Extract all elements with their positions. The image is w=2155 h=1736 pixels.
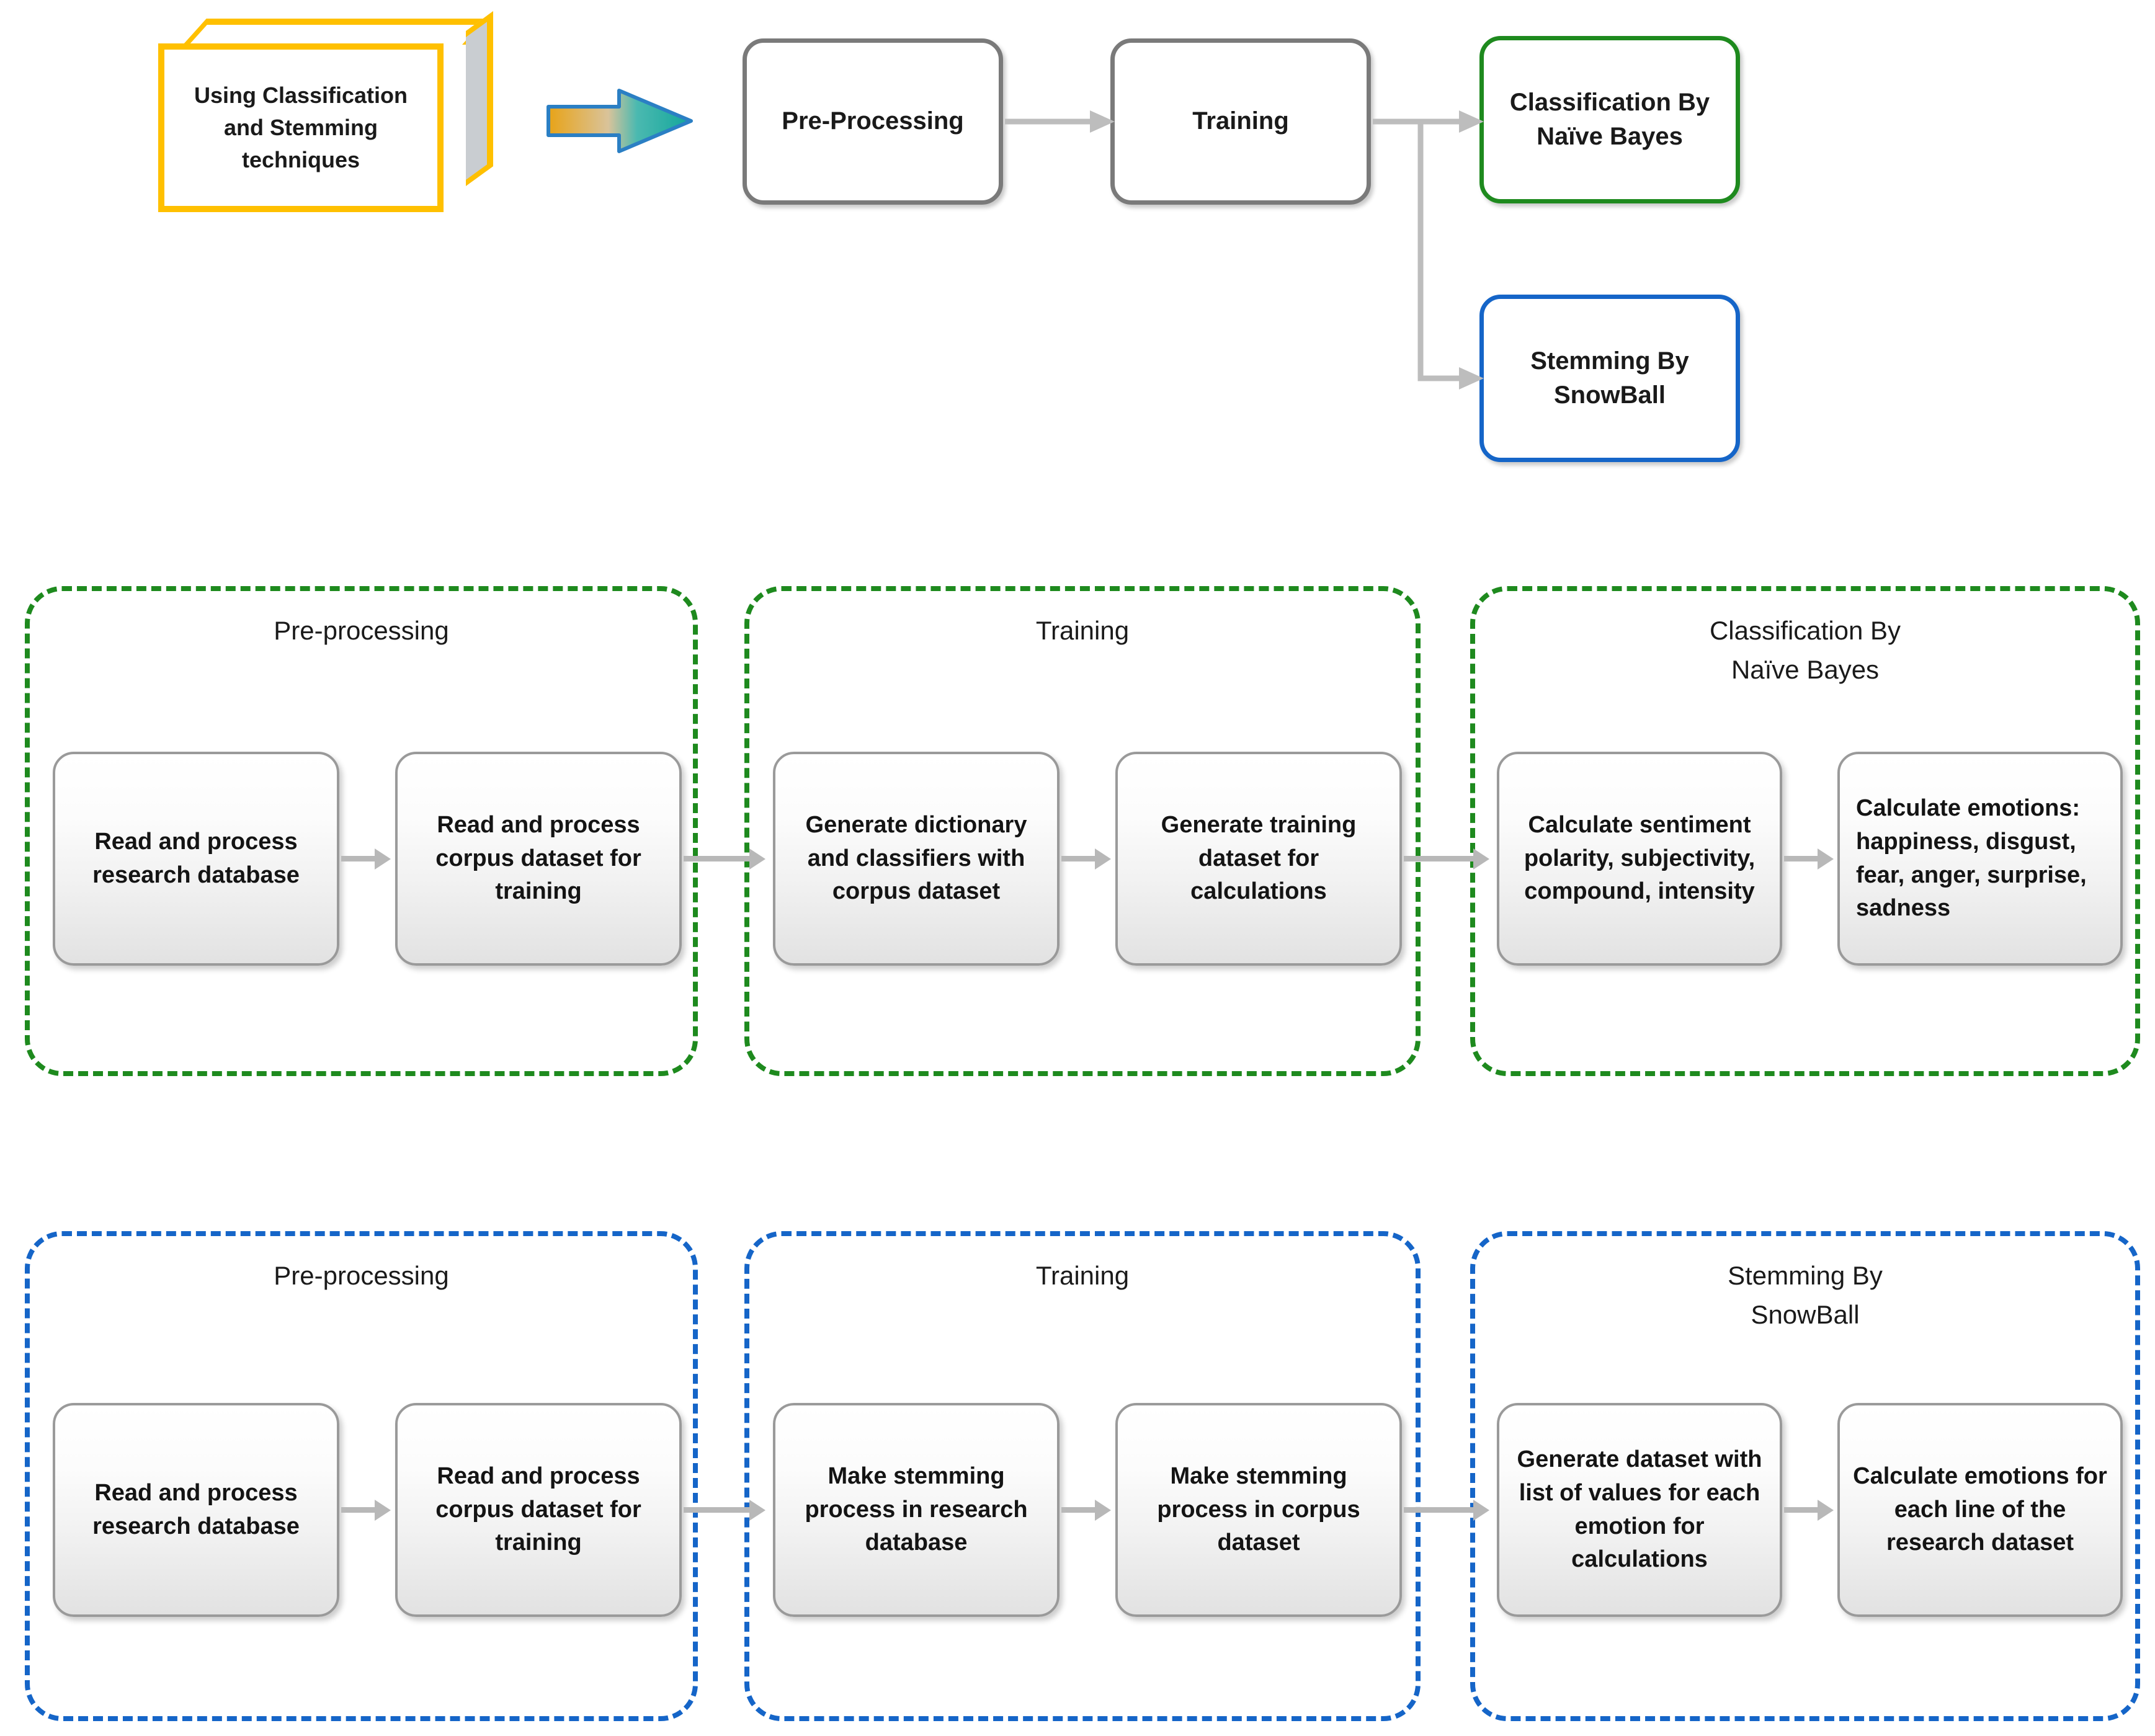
stage-label: Pre-Processing	[782, 107, 964, 135]
panel-green-classification	[1470, 586, 2140, 1076]
stage-box-pre-processing[interactable]: Pre-Processing	[743, 38, 1003, 205]
panel-title: Training	[1035, 1261, 1130, 1290]
source-cube: Using Classification and Stemming techni…	[158, 11, 493, 223]
step-box[interactable]: Generate dataset with list of values for…	[1497, 1403, 1782, 1617]
step-box[interactable]: Calculate sentiment polarity, subjectivi…	[1497, 752, 1782, 966]
connector-arrowhead	[1095, 848, 1111, 870]
connector-line	[1404, 856, 1477, 861]
step-box[interactable]: Generate dictionary and classifiers with…	[773, 752, 1060, 966]
step-box[interactable]: Make stemming process in research databa…	[773, 1403, 1060, 1617]
cube-side-face	[466, 11, 493, 186]
connector-arrowhead	[1095, 1500, 1111, 1521]
connector-line	[684, 1507, 753, 1513]
cube-top-face	[183, 19, 492, 45]
connector-arrowhead	[375, 1500, 391, 1521]
stage-label: Training	[1192, 107, 1289, 135]
panel-title: Pre-processing	[274, 616, 449, 645]
block-arrow-right-icon	[546, 87, 695, 155]
panel-title: Training	[1035, 616, 1130, 645]
panel-blue-stemming	[1470, 1231, 2140, 1721]
step-box[interactable]: Read and process corpus dataset for trai…	[395, 1403, 682, 1617]
step-box[interactable]: Read and process research database	[53, 752, 339, 966]
panel-title: Classification By Naïve Bayes	[1709, 616, 1901, 684]
step-box[interactable]: Generate training dataset for calculatio…	[1115, 752, 1402, 966]
panel-green-pre-processing	[25, 586, 698, 1076]
cube-front-label: Using Classification and Stemming techni…	[158, 43, 444, 212]
step-box[interactable]: Read and process research database	[53, 1403, 339, 1617]
outcome-box-stemming[interactable]: Stemming By SnowBall	[1479, 295, 1740, 462]
stage-box-training[interactable]: Training	[1110, 38, 1371, 205]
connector-arrowhead	[375, 848, 391, 870]
step-box[interactable]: Calculate emotions: happiness, disgust, …	[1837, 752, 2123, 966]
panel-blue-pre-processing	[25, 1231, 698, 1721]
connector-arrowhead	[1818, 1500, 1834, 1521]
connector-line	[341, 856, 377, 861]
step-box[interactable]: Make stemming process in corpus dataset	[1115, 1403, 1402, 1617]
outcome-label: Classification By Naïve Bayes	[1509, 88, 1710, 150]
connector-arrowhead	[1818, 848, 1834, 870]
step-box[interactable]: Calculate emotions for each line of the …	[1837, 1403, 2123, 1617]
connector-arrowhead	[749, 848, 765, 870]
connector-line	[1784, 856, 1820, 861]
connector-arrowhead	[749, 1500, 765, 1521]
panel-title: Pre-processing	[274, 1261, 449, 1290]
outcome-label: Stemming By SnowBall	[1530, 347, 1689, 409]
connector-line	[684, 856, 753, 861]
panel-title: Stemming By SnowBall	[1728, 1261, 1883, 1329]
connector-line	[1061, 856, 1097, 861]
panel-blue-training	[744, 1231, 1421, 1721]
connector-line	[341, 1507, 377, 1513]
connector-arrowhead	[1473, 848, 1489, 870]
step-box[interactable]: Read and process corpus dataset for trai…	[395, 752, 682, 966]
connector-line	[1061, 1507, 1097, 1513]
connector-arrowhead	[1473, 1500, 1489, 1521]
connector-line	[1404, 1507, 1477, 1513]
outcome-box-classification[interactable]: Classification By Naïve Bayes	[1479, 36, 1740, 203]
connector-line	[1784, 1507, 1820, 1513]
panel-green-training	[744, 586, 1421, 1076]
